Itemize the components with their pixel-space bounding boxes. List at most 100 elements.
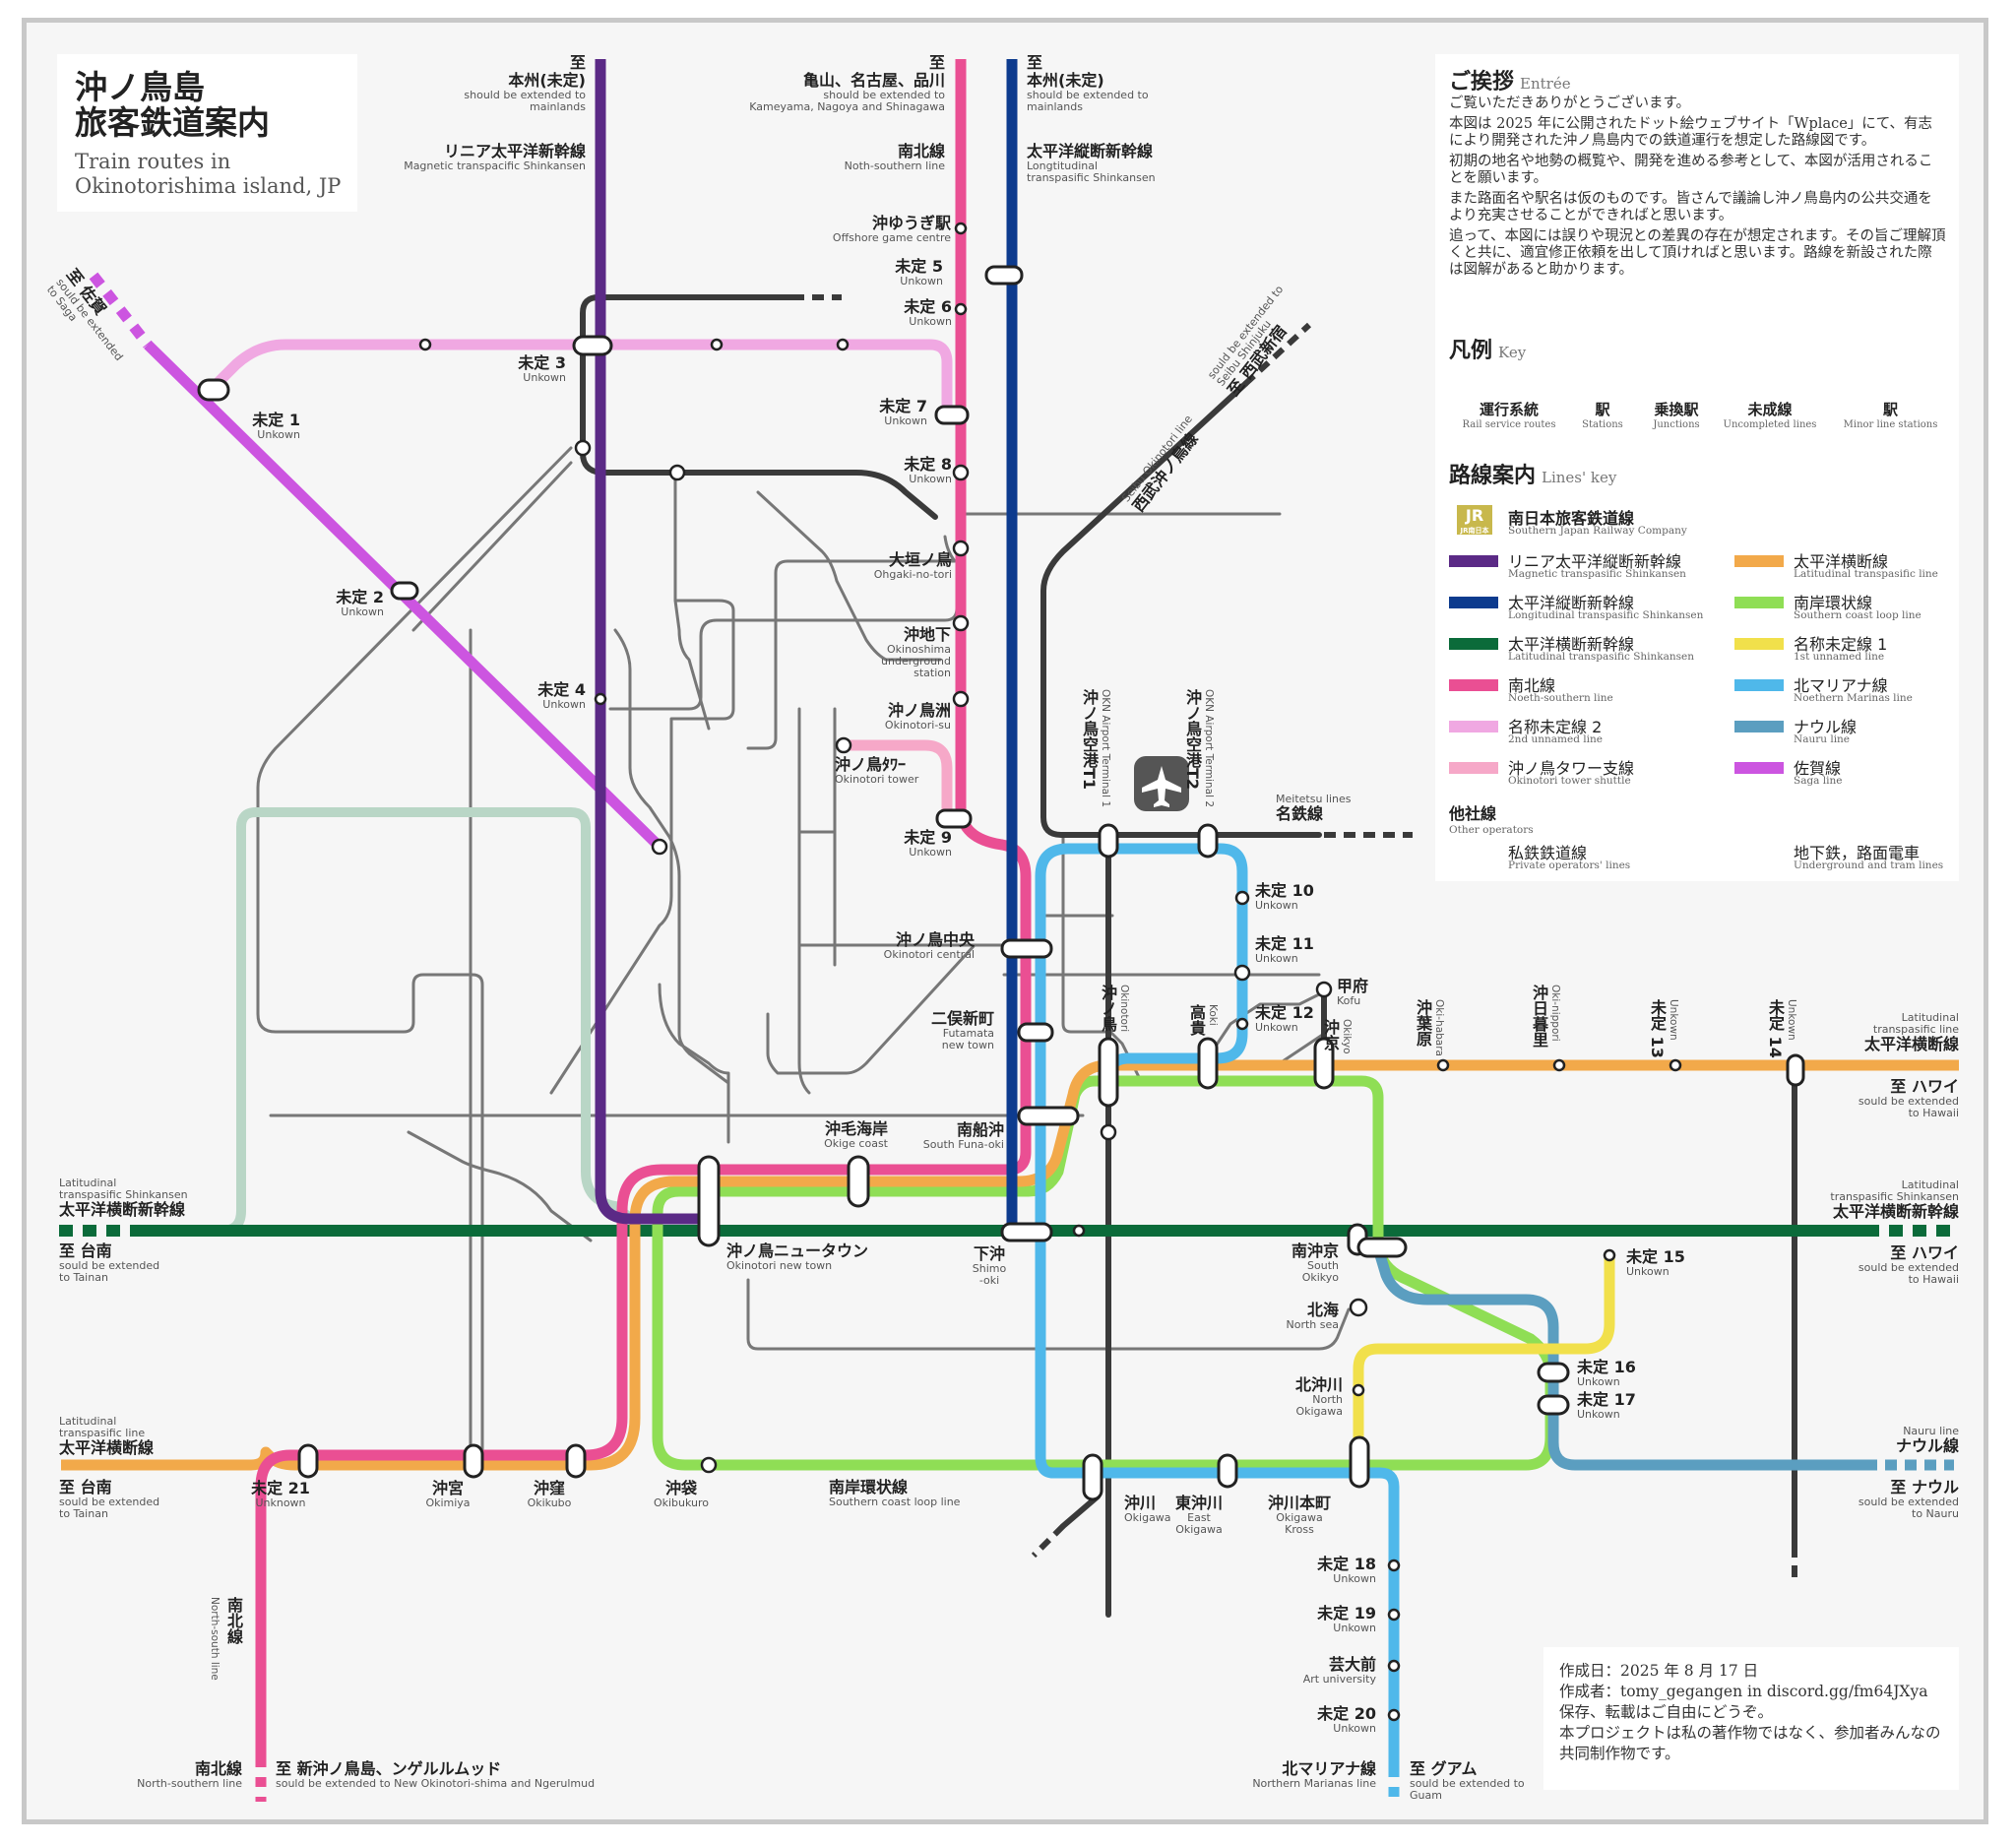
station-english-name: Unkown [884,414,927,427]
line-swatch [1449,638,1498,650]
station-s18-dot [1387,1559,1401,1572]
station-ogaki-dot [952,540,970,557]
station-english-name: Kofu [1337,994,1361,1007]
line-name: 南北線 [1508,676,1556,695]
line-name: 北マリアナ線 [1794,676,1888,695]
title-panel: 沖ノ鳥島 旅客鉄道案内 Train routes in Okinotorishi… [57,54,357,212]
station-name: 北沖川 [1294,1375,1343,1394]
station-geidai-dot [1387,1659,1401,1673]
station-s6-dot [954,302,968,316]
station-name: 南沖京 [1291,1241,1339,1260]
station-english-name: Unkown [257,428,300,441]
station-english-name: Unkown [341,605,384,618]
station-english-name: Unkown [1577,1375,1620,1388]
dark-stub-south [1060,1494,1101,1529]
station-english-name: Okibukuro [653,1496,710,1509]
dark-south-dash [1031,1523,1066,1559]
station-s20-dot [1387,1708,1401,1722]
line-english-name: 2nd unnamed line [1508,733,1603,745]
station-s7-marker [934,405,970,425]
tram-line-loop [746,535,957,750]
tram-grid-2 [658,983,730,1144]
seibu-line-dash [1242,322,1312,387]
station-english-name: Unkown [1333,1572,1376,1585]
station-name: 沖川本町 [1267,1494,1331,1512]
station-name: 沖ノ鳥中央 [895,930,975,949]
line-swatch [1734,721,1784,732]
line-swatch [1734,762,1784,774]
station-saga-end-dot [651,838,668,856]
station-s10-dot [1234,890,1250,906]
station-markers [197,265,1805,1501]
station-vertical-sub-habara: Oki-habara [1433,999,1445,1056]
station-okigawa-marker [1082,1453,1103,1501]
line-name: 沖ノ鳥タワー支線 [1508,759,1635,778]
line-swatch [1449,555,1498,567]
station-dark-2-dot [668,464,686,481]
station-english-name: Unkown [542,698,586,711]
station-name: 東沖川 [1174,1494,1223,1512]
maglev-line-label: リニア太平洋新幹線 Magnetic transpacific Shinkans… [404,142,586,172]
station-vertical-label-t2: 沖ノ鳥空港T2 [1183,689,1202,791]
station-name: 未定 2 [336,588,384,606]
ns-south-terminus-label: 至 新沖ノ鳥島、ンゲルルムッド sould be extended to New… [276,1759,596,1790]
credit-author: 作成者：tomy_gegangen in discord.gg/fm64JXya [1559,1683,1928,1700]
station-english-name: Okinotori-su [884,719,951,732]
north-southern-line [255,59,1032,1757]
station-english-name: Unkown [523,371,566,384]
jr-logo-icon: JR JR南日本 [1457,505,1492,535]
tram-diag-south [407,1130,593,1242]
station-english-name: East Okigawa [1175,1511,1223,1536]
station-name: 甲府 [1337,977,1369,995]
station-english-name: Okikubo [527,1496,572,1509]
shin-east-terminus-label: 至 ハワイ sould be extended to Hawaii [1858,1243,1959,1286]
station-name: 未定 4 [537,680,586,699]
station-english-name: South Okikyo [1301,1259,1339,1284]
line-name: 名称未定線 1 [1794,635,1888,654]
line-swatch [1734,555,1784,567]
shin-west-terminus-label: 至 台南 sould be extended to Tainan [59,1241,160,1284]
line-name: 南岸環状線 [1794,594,1873,612]
line-name: リニア太平洋縦断新幹線 [1508,552,1682,571]
station-vertical-sub-t2: OKN Airport Terminal 2 [1203,689,1215,808]
station-name: 未定 11 [1255,934,1314,953]
maglev-terminus-label: 至 本州(未定) should be extended to mainlands [464,53,586,113]
station-chika-dot [952,614,970,632]
station-su-dot [952,690,970,708]
station-name: 沖窪 [533,1479,565,1497]
tram-airport [1041,835,1144,1085]
shin-west-line-label: Latitudinal transpasific Shinkansen 太平洋横… [59,1177,188,1219]
station-name: 未定 3 [518,353,566,372]
station-name: 北海 [1306,1301,1339,1319]
un2-dot-1 [418,338,432,351]
station-t1-marker [1098,823,1119,859]
station-newtown-marker [697,1155,721,1247]
station-name: 沖ノ鳥ﾀﾜｰ [835,755,907,774]
line-english-name: Latitudinal transpasific Shinkansen [1508,651,1695,663]
map-title: 沖ノ鳥島 旅客鉄道案内 [75,68,270,142]
station-english-name: Offshore game centre [832,231,951,244]
station-nippori-dot [1552,1058,1566,1072]
line-english-name: Okinotori tower shuttle [1508,775,1631,787]
station-s5-marker [984,265,1024,286]
tram-kofu-2 [1209,992,1321,1055]
tram-line-south [613,628,730,1085]
station-vertical-label-habara: 沖葉原 [1414,999,1432,1047]
station-name: 未定 20 [1317,1704,1376,1723]
credit-panel: 作成日：2025 年 8 月 17 日 作成者：tomy_gegangen in… [1544,1647,1959,1790]
